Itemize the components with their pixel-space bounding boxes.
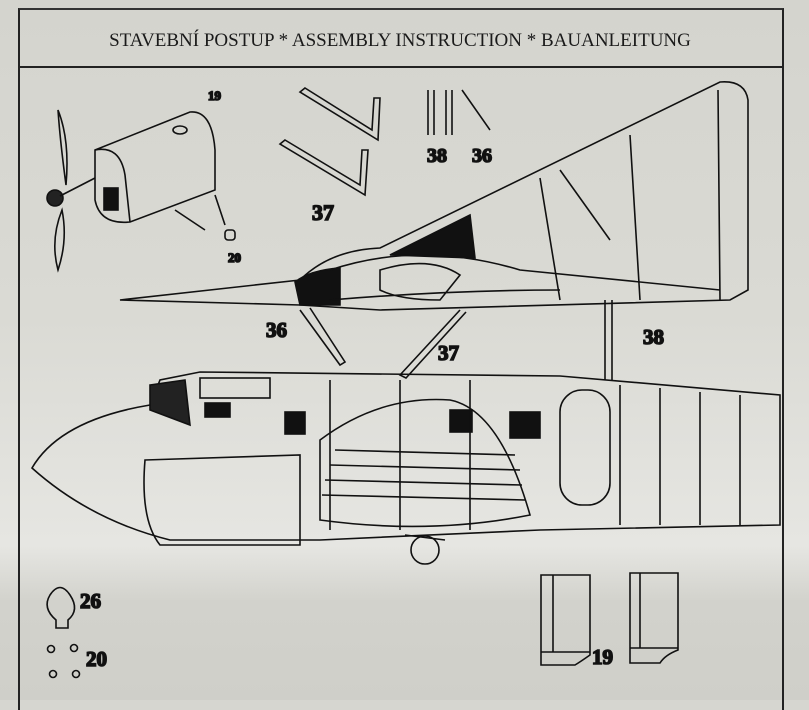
label-part-19-cowling: 19 xyxy=(208,88,222,103)
wing-struts xyxy=(299,300,613,380)
label-part-19-bottom: 19 xyxy=(592,645,613,669)
propeller-cowling-detail xyxy=(46,109,236,273)
part-20-rings xyxy=(46,643,81,679)
label-part-20-cowling: 20 xyxy=(228,250,241,265)
label-part-38-mid: 38 xyxy=(643,325,664,349)
label-part-26: 26 xyxy=(80,589,101,613)
part-19-panels xyxy=(540,572,679,666)
label-part-37-top: 37 xyxy=(312,200,334,225)
part-26-drawing xyxy=(46,586,76,629)
label-part-38-top: 38 xyxy=(427,145,447,167)
page-title: STAVEBNÍ POSTUP * ASSEMBLY INSTRUCTION *… xyxy=(109,30,691,51)
wing xyxy=(119,81,749,311)
label-part-36-top: 36 xyxy=(472,145,492,167)
label-part-37-mid: 37 xyxy=(438,341,459,365)
header-divider xyxy=(18,66,782,68)
sheet-border xyxy=(18,8,784,710)
label-part-36-mid: 36 xyxy=(266,318,287,342)
loose-struts xyxy=(278,87,491,197)
fuselage xyxy=(30,371,781,565)
label-part-20-bottom: 20 xyxy=(86,647,107,671)
